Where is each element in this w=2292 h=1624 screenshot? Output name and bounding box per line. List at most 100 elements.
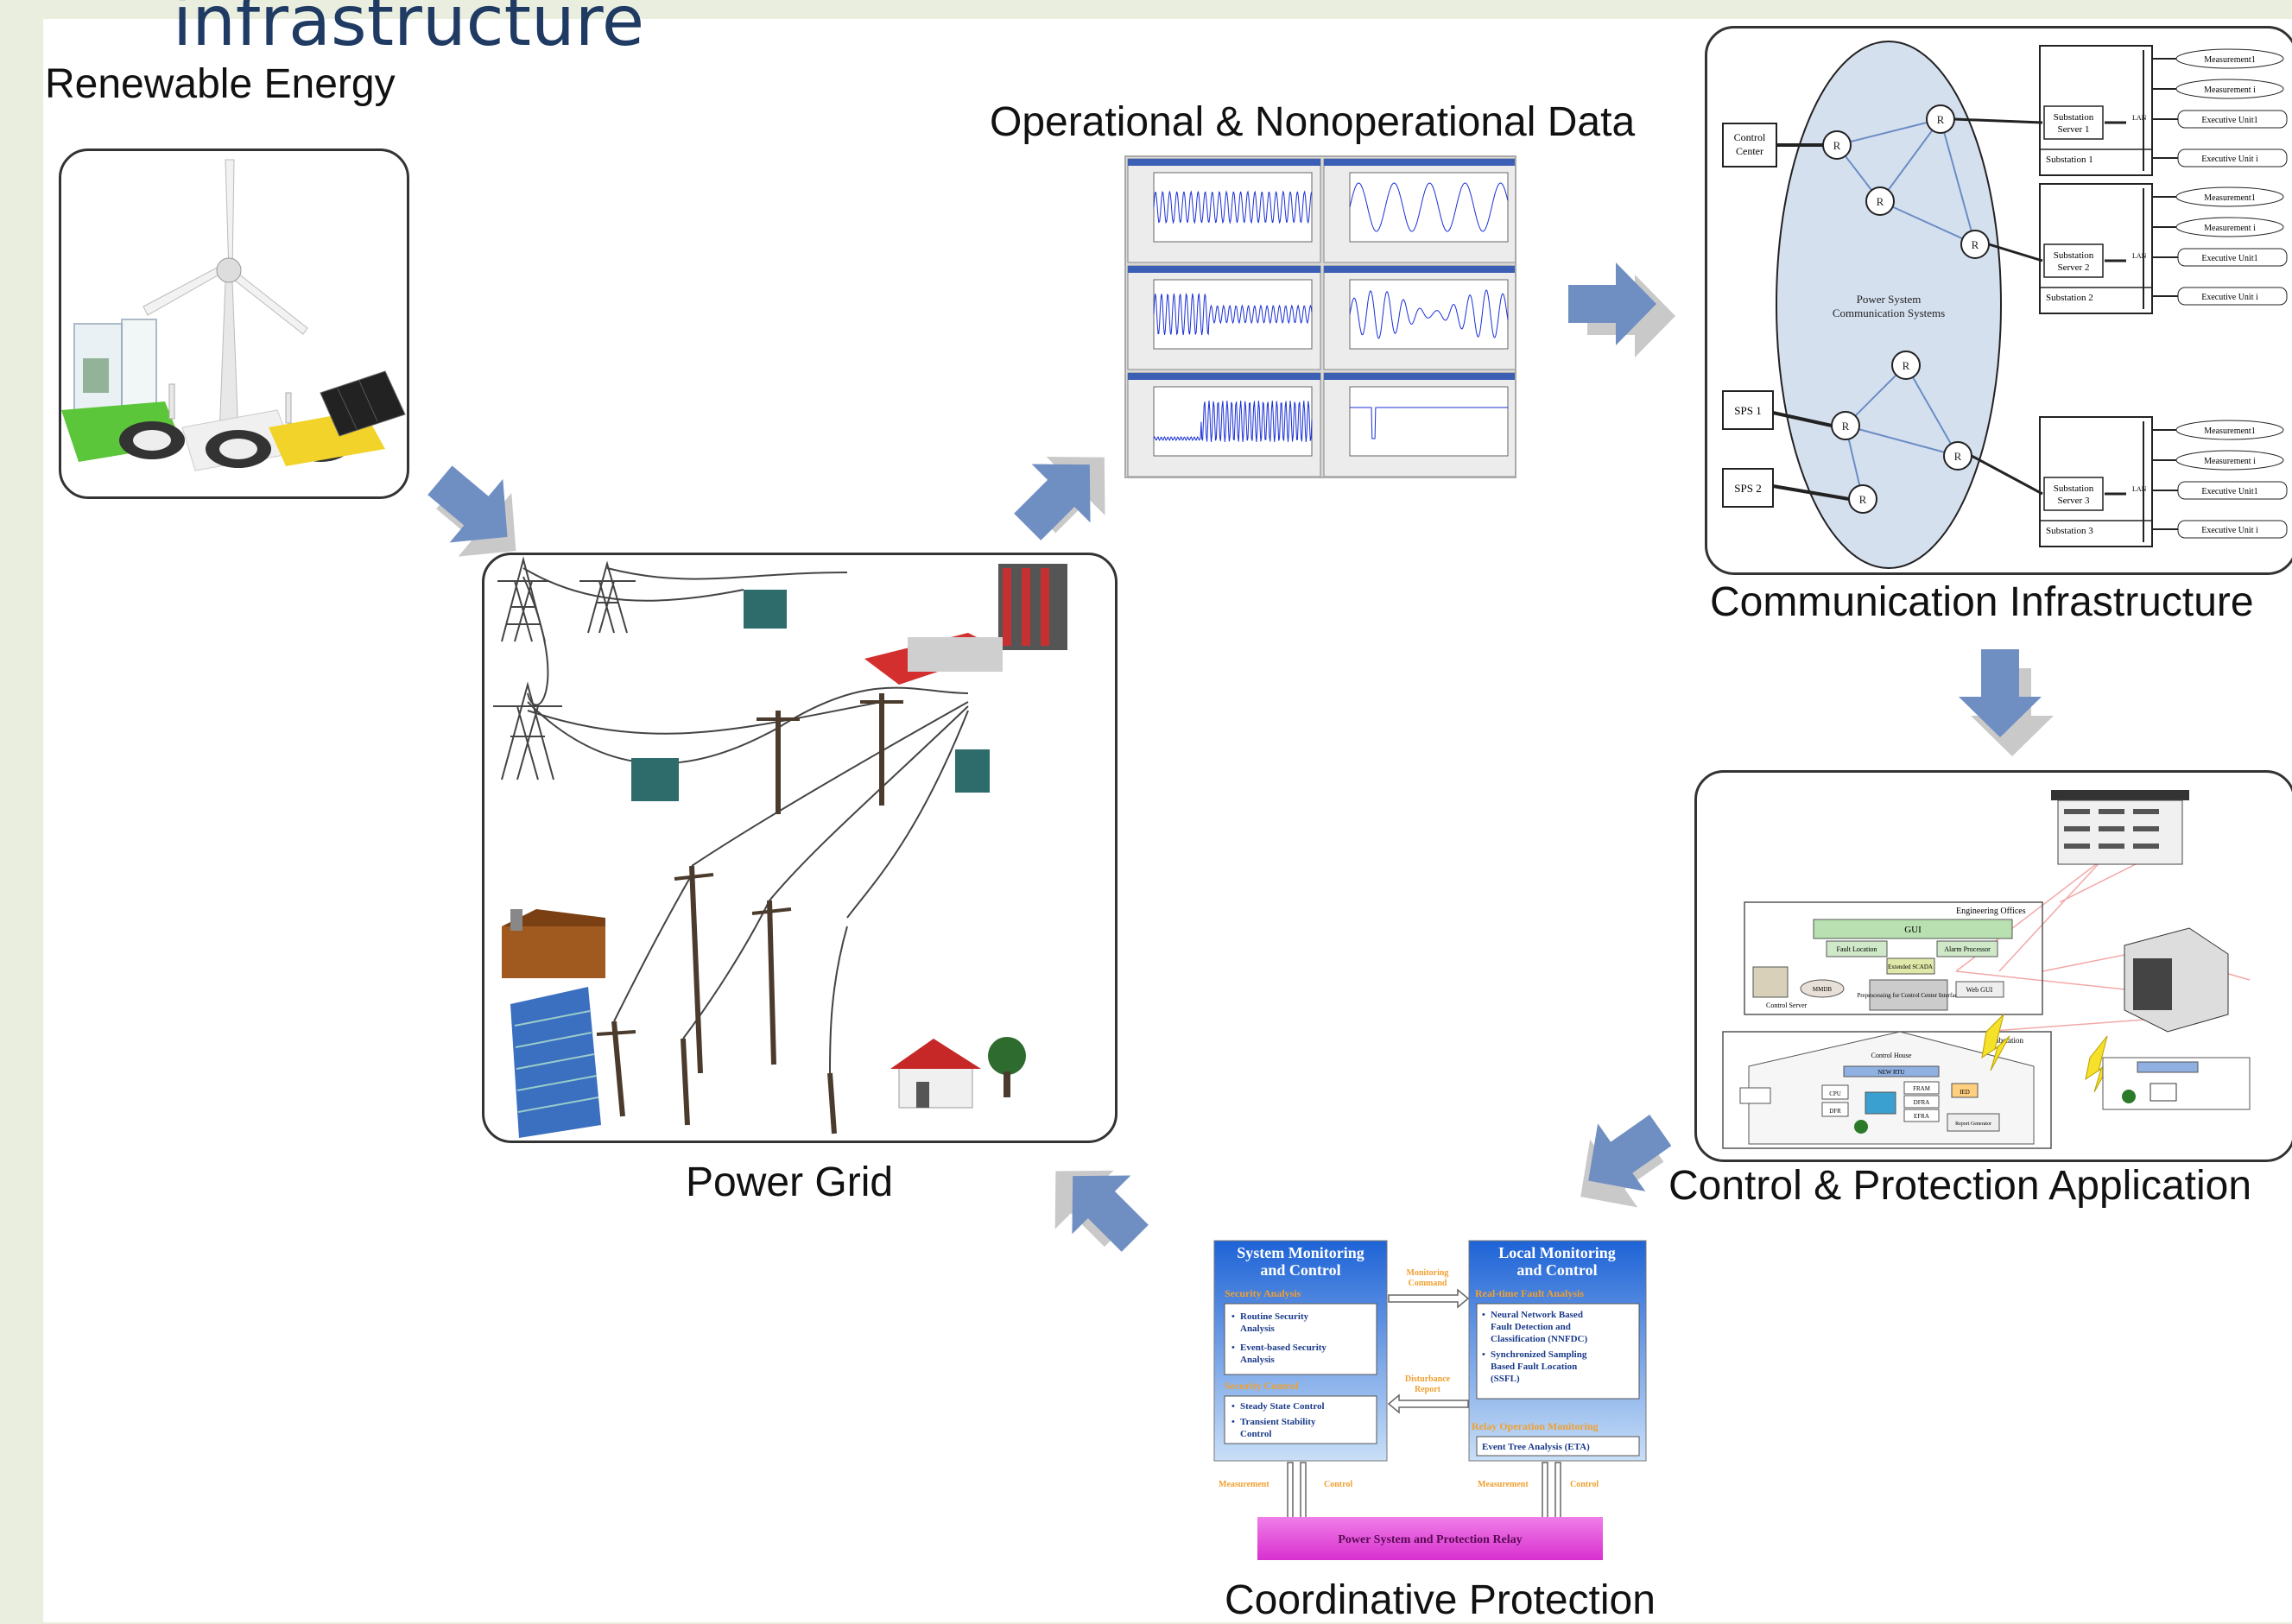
control-center-label-2: Center	[1736, 145, 1763, 157]
executive-unit-node	[2177, 520, 2288, 539]
router-label: R	[1859, 493, 1867, 506]
measurement-node	[2175, 186, 2284, 207]
ied-label: IED	[1960, 1089, 1970, 1096]
plot-titlebar	[1324, 266, 1516, 273]
realtime-label: Real-time Fault Analysis	[1475, 1287, 1584, 1299]
plot-titlebar	[1324, 373, 1516, 380]
substation-server-label: Server 1	[2058, 124, 2090, 135]
unit-label: Executive Unit i	[2201, 526, 2258, 535]
substation-server-label: Server 2	[2058, 262, 2090, 273]
cloud-label-2: Communication Systems	[1833, 306, 1945, 319]
left-title-1: System Monitoring	[1237, 1244, 1364, 1261]
measurement-right: Measurement	[1478, 1480, 1529, 1489]
substation-name-label: Substation 3	[2046, 526, 2093, 536]
control-right: Control	[1570, 1480, 1599, 1489]
waveform-line	[1349, 289, 1509, 339]
disturbance-report-2: Report	[1415, 1385, 1441, 1394]
arrow-renewable-to-grid	[427, 465, 516, 557]
sa-item-2-line2: Analysis	[1240, 1355, 1275, 1365]
control-server-label: Control Server	[1766, 1002, 1808, 1009]
monitoring-command-1: Monitoring	[1407, 1268, 1449, 1278]
substation-server-box	[2043, 243, 2104, 278]
waveform-line	[1349, 182, 1509, 232]
arrow-grid-to-data	[1014, 456, 1105, 540]
router-server-link	[1953, 117, 2043, 124]
report-generator-label: Report Generator	[1955, 1122, 1991, 1127]
eta-label: Event Tree Analysis (ETA)	[1482, 1442, 1590, 1452]
sps1-label: SPS 1	[1734, 404, 1761, 417]
sa-item-1-line2: Analysis	[1240, 1324, 1275, 1334]
waveform-line	[1153, 190, 1313, 224]
arrow-data-to-communication	[1568, 262, 1675, 357]
engineering-offices-label: Engineering Offices	[1956, 907, 2026, 916]
sc-item-2-line1: Transient Stability	[1240, 1417, 1316, 1427]
rtu-label: NEW RTU	[1877, 1069, 1904, 1076]
waveform-line	[1153, 292, 1313, 336]
unit-label: Executive Unit1	[2201, 116, 2257, 125]
extended-scada-label: Extended SCADA	[1888, 964, 1933, 970]
power-grid-image	[482, 553, 1118, 1143]
preprocessing-label: Preprocessing for Control Center Interfa…	[1857, 992, 1960, 999]
waveform-line	[1153, 400, 1313, 443]
rt-item-2-line3: (SSFL)	[1491, 1374, 1520, 1384]
unit-label: Executive Unit1	[2201, 487, 2257, 496]
arrow-communication-to-control	[1959, 649, 2054, 756]
relay-monitoring-label: Relay Operation Monitoring	[1472, 1420, 1599, 1432]
right-title-2: and Control	[1516, 1261, 1597, 1279]
label-renewable-energy: Renewable Energy	[45, 61, 396, 107]
operational-data-plots	[1124, 155, 1517, 478]
communication-diagram: R R R R R R R R Power System Communicati…	[1705, 26, 2292, 575]
router-label: R	[1842, 420, 1850, 433]
bottom-box-label: Power System and Protection Relay	[1338, 1533, 1522, 1546]
lan-label: LAN	[2132, 485, 2147, 493]
substation-server-label: Substation	[2054, 112, 2094, 123]
renewable-energy-image	[59, 148, 409, 499]
right-title-1: Local Monitoring	[1498, 1244, 1616, 1261]
coordinative-protection-diagram: System Monitoring and Control Security A…	[1206, 1236, 1663, 1582]
rt-item-2-line1: Synchronized Sampling	[1491, 1349, 1587, 1360]
control-house-label: Control House	[1871, 1052, 1912, 1059]
waveform-line	[1350, 407, 1508, 439]
measurement-node	[2175, 79, 2284, 99]
label-power-grid: Power Grid	[686, 1160, 894, 1205]
router-label: R	[1833, 139, 1841, 152]
unit-label: Measurement1	[2204, 427, 2255, 436]
gui-label: GUI	[1904, 925, 1922, 935]
executive-unit-node	[2177, 481, 2288, 500]
label-control-protection: Control & Protection Application	[1668, 1163, 2252, 1209]
svg-text:•: •	[1231, 1401, 1235, 1412]
security-analysis-label: Security Analysis	[1225, 1287, 1301, 1299]
measurement-left: Measurement	[1219, 1480, 1269, 1489]
executive-unit-node	[2177, 148, 2288, 167]
plot-titlebar	[1128, 373, 1320, 380]
router-server-link	[1988, 243, 2043, 262]
arrow-coordinative-to-grid	[1054, 1170, 1149, 1252]
unit-label: Executive Unit i	[2201, 155, 2258, 164]
alarm-processor-label: Alarm Processor	[1944, 945, 1991, 953]
fault-location-label: Fault Location	[1837, 945, 1877, 953]
executive-unit-node	[2177, 110, 2288, 129]
unit-label: Executive Unit i	[2201, 293, 2258, 302]
measurement-node	[2175, 420, 2284, 440]
label-coordinative-protection: Coordinative Protection	[1225, 1577, 1656, 1623]
fram-label: FRAM	[1913, 1085, 1931, 1092]
cpu-label: CPU	[1829, 1090, 1841, 1097]
rt-item-1-line3: Classification (NNFDC)	[1491, 1334, 1587, 1344]
flow-arrows	[427, 262, 2054, 1252]
substation-server-box	[2043, 105, 2104, 140]
router-label: R	[1954, 450, 1962, 463]
svg-text:•: •	[1231, 1417, 1235, 1427]
unit-label: Measurement1	[2204, 55, 2255, 65]
substation-server-label: Substation	[2054, 483, 2094, 494]
security-control-label: Security Control	[1225, 1380, 1299, 1392]
rt-item-1-line1: Neural Network Based	[1491, 1310, 1583, 1320]
svg-text:•: •	[1482, 1310, 1485, 1320]
plot-area	[1349, 386, 1509, 457]
sa-item-1-line1: Routine Security	[1240, 1311, 1309, 1322]
router-server-link	[1971, 454, 2043, 496]
efra-label: EFRA	[1914, 1113, 1929, 1120]
dfr-label: DFR	[1829, 1108, 1841, 1115]
dfra-label: DFRA	[1914, 1099, 1930, 1106]
plot-area	[1153, 172, 1313, 243]
slide-title-cut: infrastructure	[173, 0, 645, 61]
